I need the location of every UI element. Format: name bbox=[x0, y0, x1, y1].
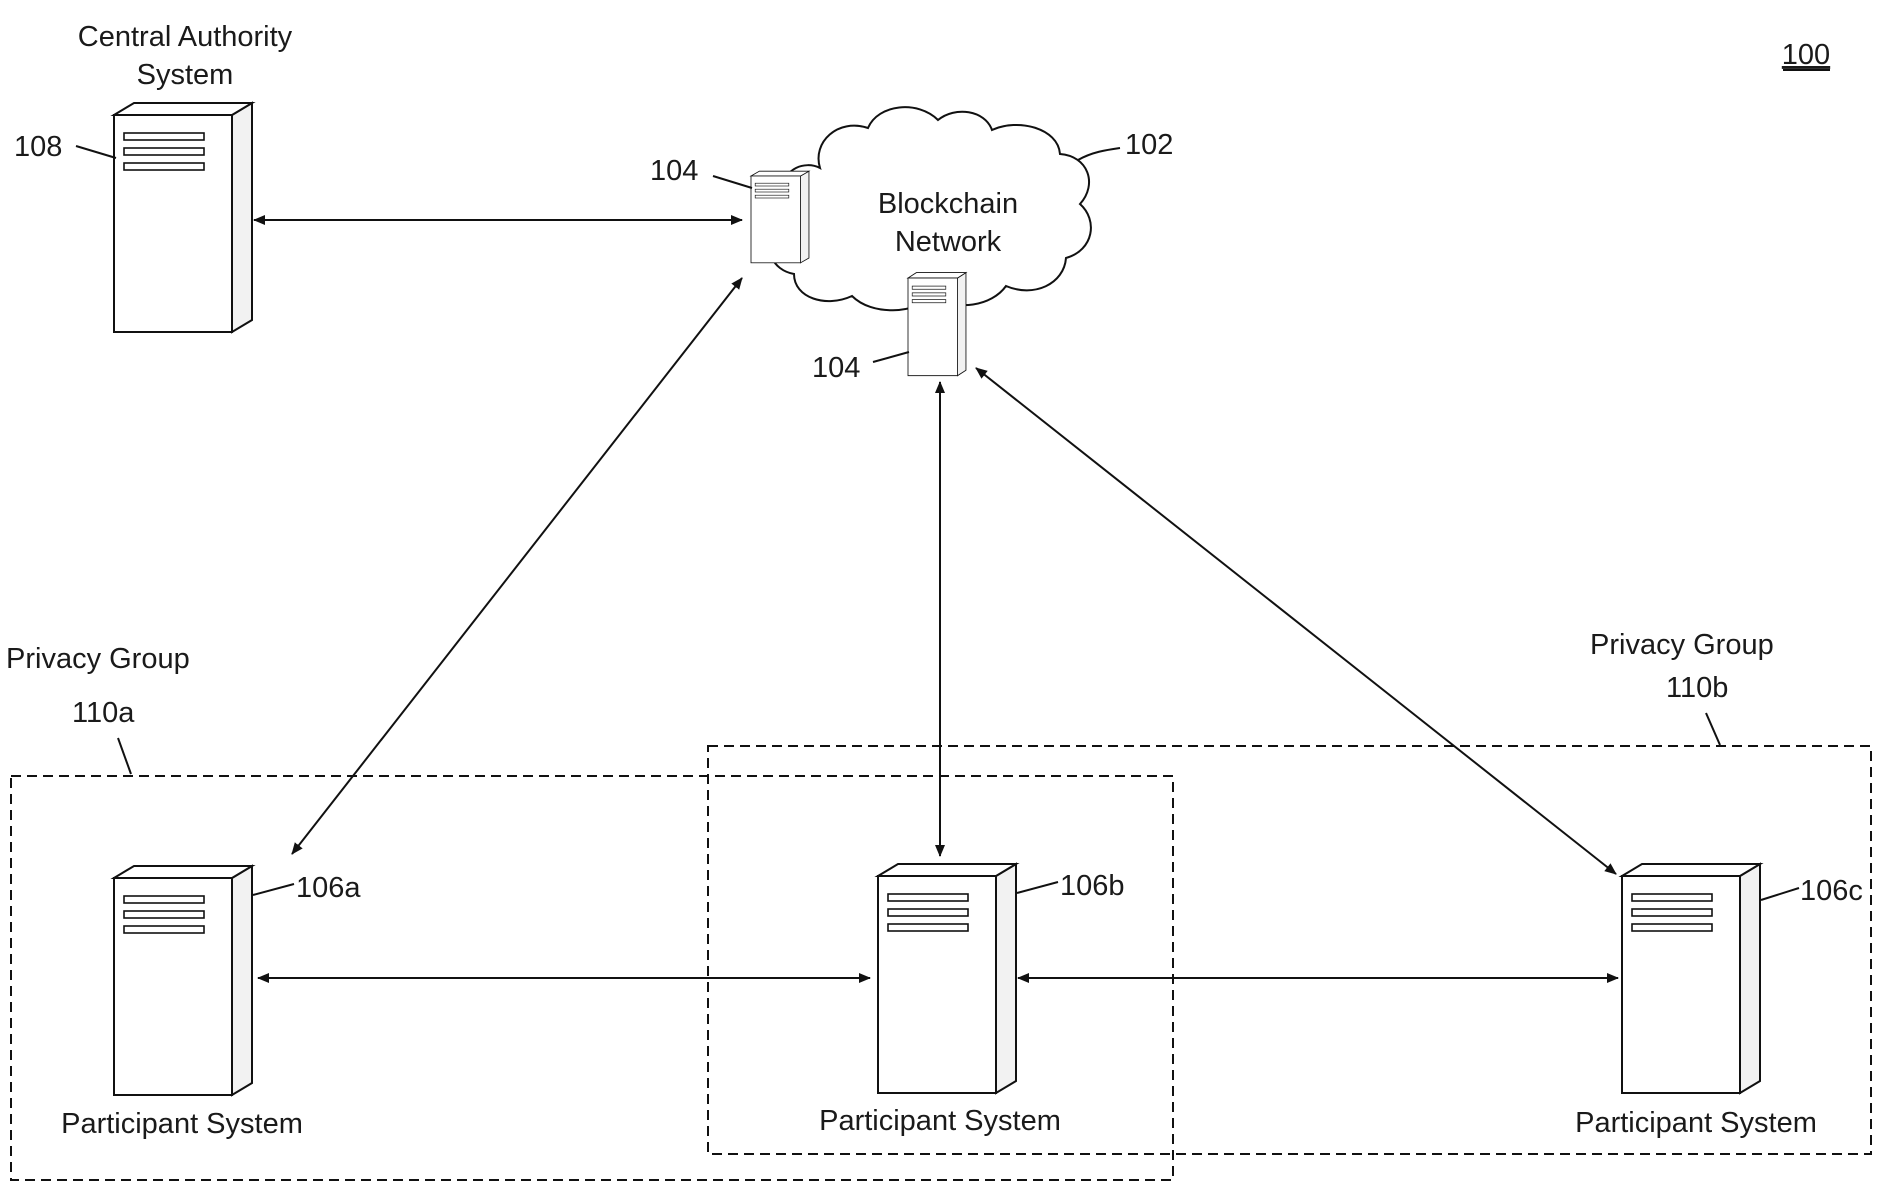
participant-a-ref: 106a bbox=[296, 872, 361, 904]
blockchain-node-leader-2 bbox=[873, 352, 909, 362]
blockchain-network-ref: 102 bbox=[1125, 129, 1173, 161]
central-authority-ref: 108 bbox=[14, 131, 62, 163]
blockchain-network-label-2: Network bbox=[895, 226, 1002, 258]
privacy-group-b-ref: 110b bbox=[1666, 672, 1728, 704]
participant-a-leader bbox=[253, 884, 294, 895]
blockchain-network-label-1: Blockchain bbox=[878, 188, 1018, 220]
participant-b-server-icon bbox=[878, 864, 1016, 1093]
central-authority-label-1: Central Authority bbox=[78, 21, 293, 53]
participant-b-leader bbox=[1017, 882, 1058, 893]
figure-number: 100 bbox=[1782, 39, 1830, 71]
blockchain-node-server-icon-2 bbox=[908, 273, 966, 376]
privacy-group-a-label: Privacy Group bbox=[6, 643, 190, 675]
connection-participant-c-to-node bbox=[976, 368, 1616, 874]
privacy-group-b-label: Privacy Group bbox=[1590, 629, 1774, 661]
participant-c-ref: 106c bbox=[1800, 875, 1863, 907]
blockchain-node-leader-1 bbox=[713, 176, 752, 188]
participant-b-label: Participant System bbox=[819, 1105, 1061, 1137]
participant-a-server-icon bbox=[114, 866, 252, 1095]
privacy-group-a-leader bbox=[118, 738, 131, 774]
participant-c-label: Participant System bbox=[1575, 1107, 1817, 1139]
participant-a-label: Participant System bbox=[61, 1108, 303, 1140]
central-authority-leader bbox=[76, 146, 116, 158]
blockchain-network-leader bbox=[1078, 148, 1120, 160]
privacy-group-a-ref: 110a bbox=[72, 697, 135, 729]
blockchain-node-ref-2: 104 bbox=[812, 352, 860, 384]
blockchain-node-server-icon-1 bbox=[751, 171, 809, 263]
participant-b-ref: 106b bbox=[1060, 870, 1125, 902]
connection-participant-a-to-node bbox=[292, 278, 742, 854]
blockchain-node-ref-1: 104 bbox=[650, 155, 698, 187]
central-authority-server-icon bbox=[114, 103, 252, 332]
central-authority-label-2: System bbox=[137, 59, 234, 91]
privacy-group-b-leader bbox=[1706, 713, 1720, 745]
participant-c-leader bbox=[1761, 888, 1799, 900]
participant-c-server-icon bbox=[1622, 864, 1760, 1093]
